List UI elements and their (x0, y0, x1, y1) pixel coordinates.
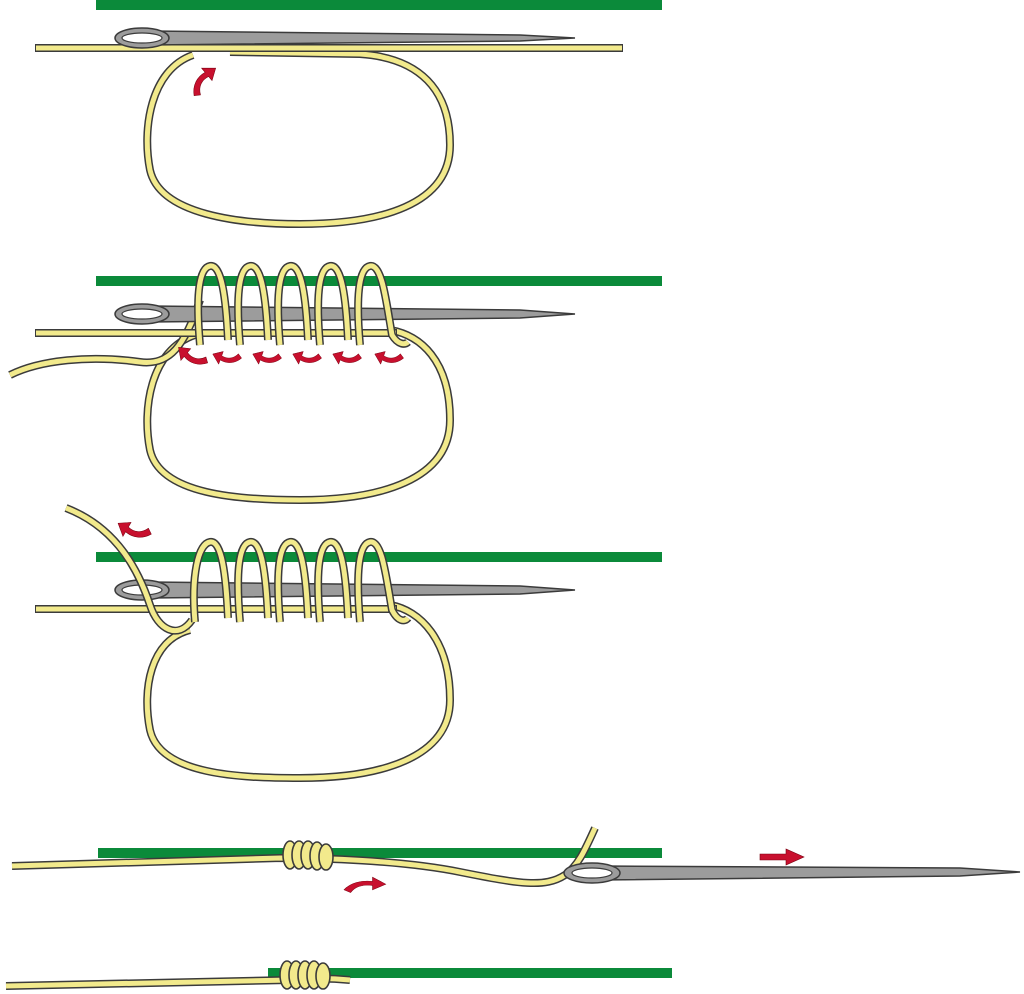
needle-icon (114, 27, 576, 49)
direction-arrow-icon (249, 345, 283, 372)
line-loop (143, 601, 455, 783)
rod (268, 968, 672, 978)
rod (98, 848, 662, 858)
step-2 (8, 262, 662, 505)
rod (96, 0, 662, 10)
knot (282, 840, 334, 871)
knot (279, 960, 331, 990)
line-loop (143, 48, 455, 229)
step-4 (11, 826, 1021, 893)
step-1 (35, 0, 662, 229)
step-5 (5, 960, 672, 990)
direction-arrow-icon (759, 848, 805, 866)
direction-arrow-icon (371, 345, 405, 372)
direction-arrow-icon (183, 60, 223, 99)
step-3 (35, 504, 662, 783)
direction-arrow-icon (343, 876, 387, 893)
direction-arrow-icon (329, 345, 363, 372)
wraps (194, 262, 411, 348)
direction-arrow-icon (209, 345, 243, 372)
needle-icon (563, 862, 1021, 884)
wraps (189, 538, 412, 625)
needle-icon (114, 303, 576, 325)
direction-arrow-icon (289, 345, 323, 372)
